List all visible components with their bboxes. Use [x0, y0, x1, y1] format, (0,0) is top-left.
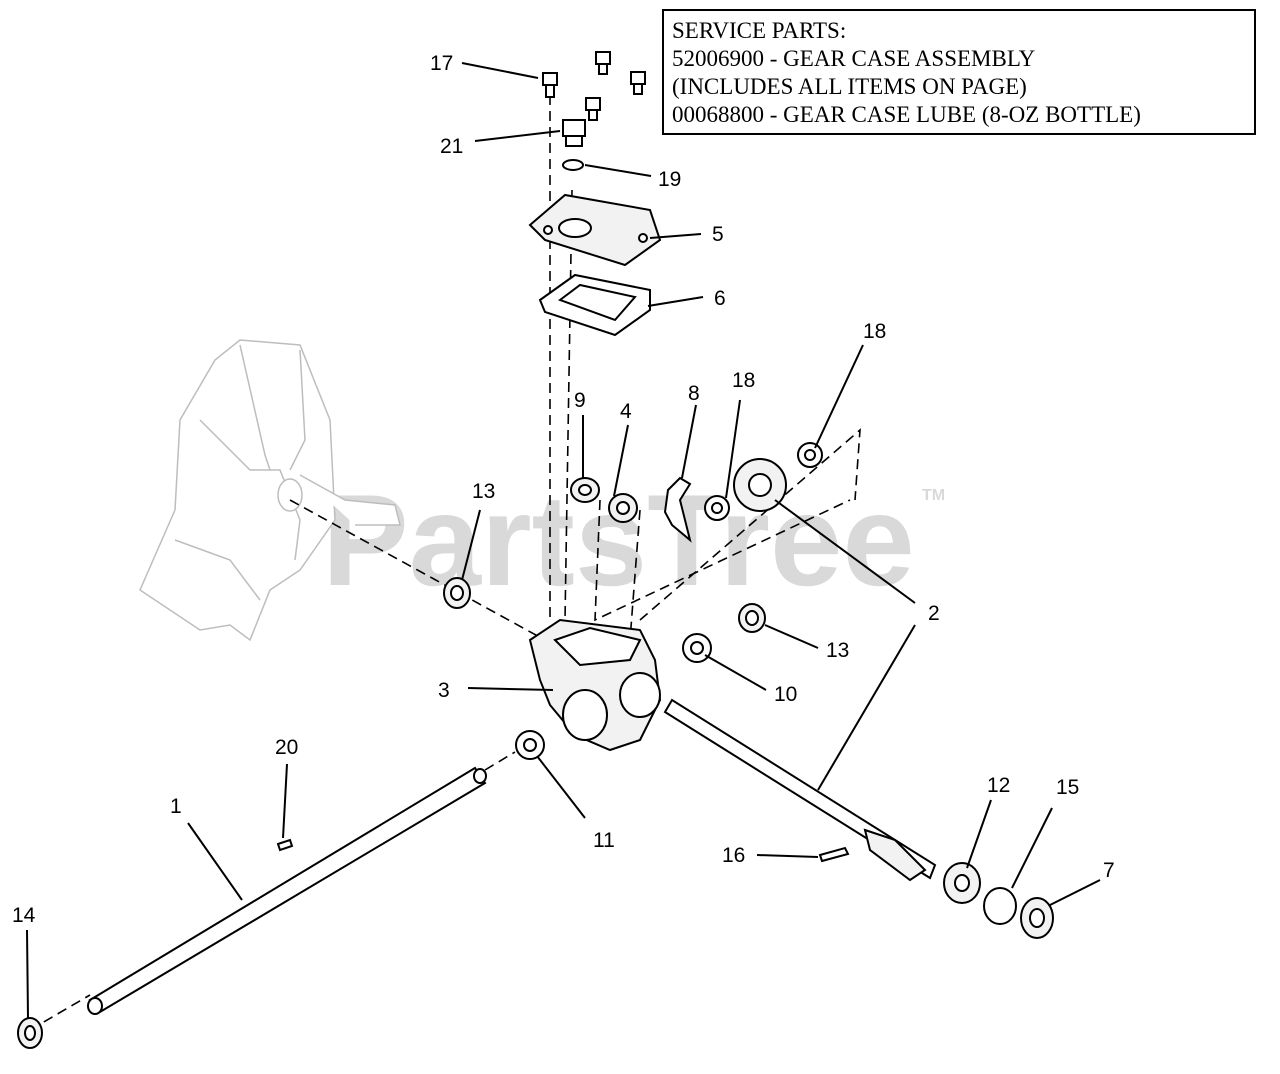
key-20	[276, 838, 294, 852]
callout-1: 1	[170, 795, 182, 818]
bearing-13-right	[738, 603, 766, 633]
seal-7	[1020, 897, 1054, 939]
callout-21: 21	[440, 135, 463, 158]
leader-lines	[26, 62, 1101, 1019]
bearing-13-left	[443, 577, 471, 609]
callout-15: 15	[1056, 776, 1079, 799]
callout-11: 11	[593, 829, 615, 852]
auger-housing-ghost	[139, 339, 401, 642]
service-parts-heading: SERVICE PARTS:	[672, 18, 847, 43]
callout-14: 14	[12, 904, 36, 927]
washer-11	[515, 730, 545, 760]
bearing-14	[17, 1017, 43, 1049]
callout-2: 2	[928, 602, 940, 625]
washer-10	[682, 633, 712, 663]
fill-plug-21	[562, 119, 586, 147]
service-parts-includes-note: (INCLUDES ALL ITEMS ON PAGE)	[672, 74, 1027, 99]
callout-3: 3	[438, 679, 450, 702]
gear-case-cover-5	[528, 193, 662, 267]
bolt-top-b	[630, 71, 646, 95]
worm-shaft-2	[663, 698, 937, 882]
callout-5: 5	[712, 223, 724, 246]
washer-19	[562, 159, 584, 171]
gasket-6	[538, 273, 651, 337]
callout-10: 10	[774, 683, 797, 706]
callout-13-right: 13	[826, 639, 849, 662]
bearing-9	[570, 477, 600, 503]
service-parts-gear-case: 52006900 - GEAR CASE ASSEMBLY	[672, 46, 1036, 71]
callout-18-right: 18	[863, 320, 886, 343]
callout-numbers: 17 21 19 5 6 18 18 8 9 4 13 2 13 10 3 20…	[12, 52, 1115, 927]
clip-8	[663, 476, 692, 543]
callout-6: 6	[714, 287, 726, 310]
partstree-watermark: PartsTree TM	[322, 467, 945, 613]
bolt-17	[542, 72, 558, 98]
gear-housing-3	[528, 618, 662, 752]
bearing-12	[943, 862, 981, 904]
bolt-top-c	[585, 97, 601, 121]
thrust-washer-18a	[704, 495, 730, 521]
callout-7: 7	[1103, 859, 1115, 882]
auger-shaft-1	[87, 766, 487, 1015]
service-parts-lube: 00068800 - GEAR CASE LUBE (8-OZ BOTTLE)	[672, 102, 1141, 127]
roll-pin-16	[818, 846, 850, 863]
assembly-dashed-lines	[29, 95, 861, 1031]
callout-12: 12	[987, 774, 1010, 797]
retaining-ring-15	[983, 887, 1017, 925]
callout-16: 16	[722, 844, 745, 867]
callout-20: 20	[275, 736, 298, 759]
bushing-4	[608, 493, 638, 523]
watermark-tm: TM	[922, 487, 945, 504]
callout-19: 19	[658, 168, 681, 191]
callout-8: 8	[688, 382, 700, 405]
bolt-top-a	[595, 51, 611, 75]
callout-4: 4	[620, 400, 632, 423]
callout-9: 9	[574, 389, 586, 412]
callout-13-left: 13	[472, 480, 495, 503]
callout-17: 17	[430, 52, 453, 75]
watermark-text: PartsTree	[322, 467, 915, 613]
thrust-washer-18b	[797, 442, 823, 468]
worm-gear	[733, 458, 787, 512]
service-parts-box: SERVICE PARTS: 52006900 - GEAR CASE ASSE…	[662, 9, 1256, 135]
callout-18-left: 18	[732, 369, 755, 392]
